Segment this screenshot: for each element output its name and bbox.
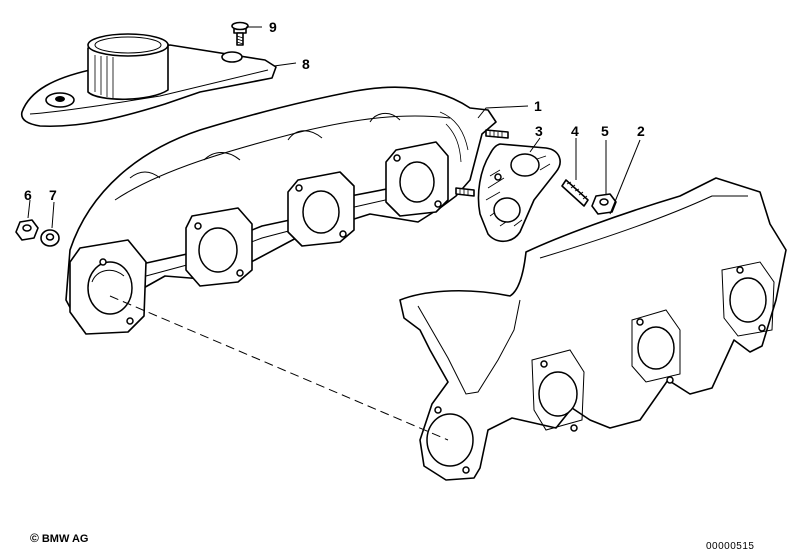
copyright-notice: ©BMW AG <box>30 531 88 545</box>
washer <box>40 229 60 247</box>
callout-8: 8 <box>302 56 310 72</box>
callout-5: 5 <box>601 123 609 139</box>
nut <box>591 193 617 215</box>
leader-lines <box>27 26 641 229</box>
callout-9: 9 <box>269 19 277 35</box>
callout-labels: 9 8 1 3 4 5 2 6 7 <box>24 19 645 203</box>
manifold-gasket-plate <box>399 177 787 481</box>
callout-2: 2 <box>637 123 645 139</box>
callout-7: 7 <box>49 187 57 203</box>
callout-1: 1 <box>534 98 542 114</box>
bolt <box>231 21 249 46</box>
stud <box>561 179 589 207</box>
copyright-symbol: © <box>30 531 39 545</box>
callout-3: 3 <box>535 123 543 139</box>
callout-6: 6 <box>24 187 32 203</box>
nut-small <box>15 219 39 241</box>
copyright-text: BMW AG <box>41 533 89 545</box>
reference-number: 00000515 <box>706 541 755 552</box>
outlet-gasket <box>477 143 561 243</box>
alignment-line <box>109 295 449 441</box>
heat-shield-cover <box>20 33 277 128</box>
exhaust-manifold <box>65 86 509 335</box>
callout-4: 4 <box>571 123 579 139</box>
